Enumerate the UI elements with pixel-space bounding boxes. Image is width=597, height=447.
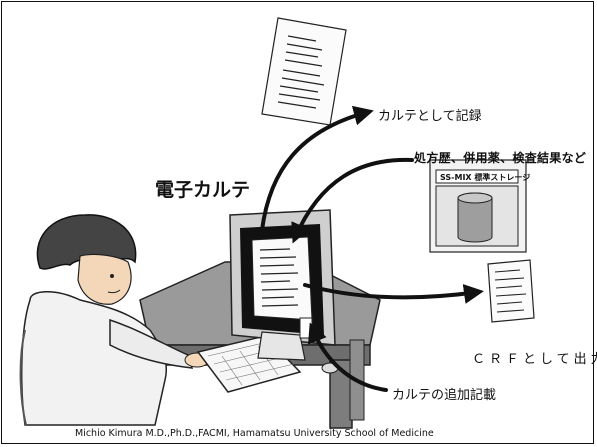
arrow-additional-entry [308,322,388,392]
history-label: 処方歴、併用薬、検査結果など [414,151,587,165]
crf-output-label: ＣＲＦとして出力 [472,352,597,367]
record-label: カルテとして記録 [378,109,482,124]
credit-line: Michio Kimura M.D.,Ph.D.,FACMI, Hamamats… [75,428,434,439]
screen-document [259,248,299,307]
crf-document [487,259,535,323]
additional-entry-label: カルテの追加記載 [392,388,497,403]
doctor-figure [19,214,210,426]
arrow-to-record [260,105,374,232]
arrow-from-storage [291,157,414,244]
ehr-label: 電子カルテ [155,179,251,201]
record-document [261,17,347,126]
arrow-to-crf [303,283,484,304]
storage-panel [429,159,527,253]
storage-label: SS-MIX 標準ストレージ [440,173,531,182]
